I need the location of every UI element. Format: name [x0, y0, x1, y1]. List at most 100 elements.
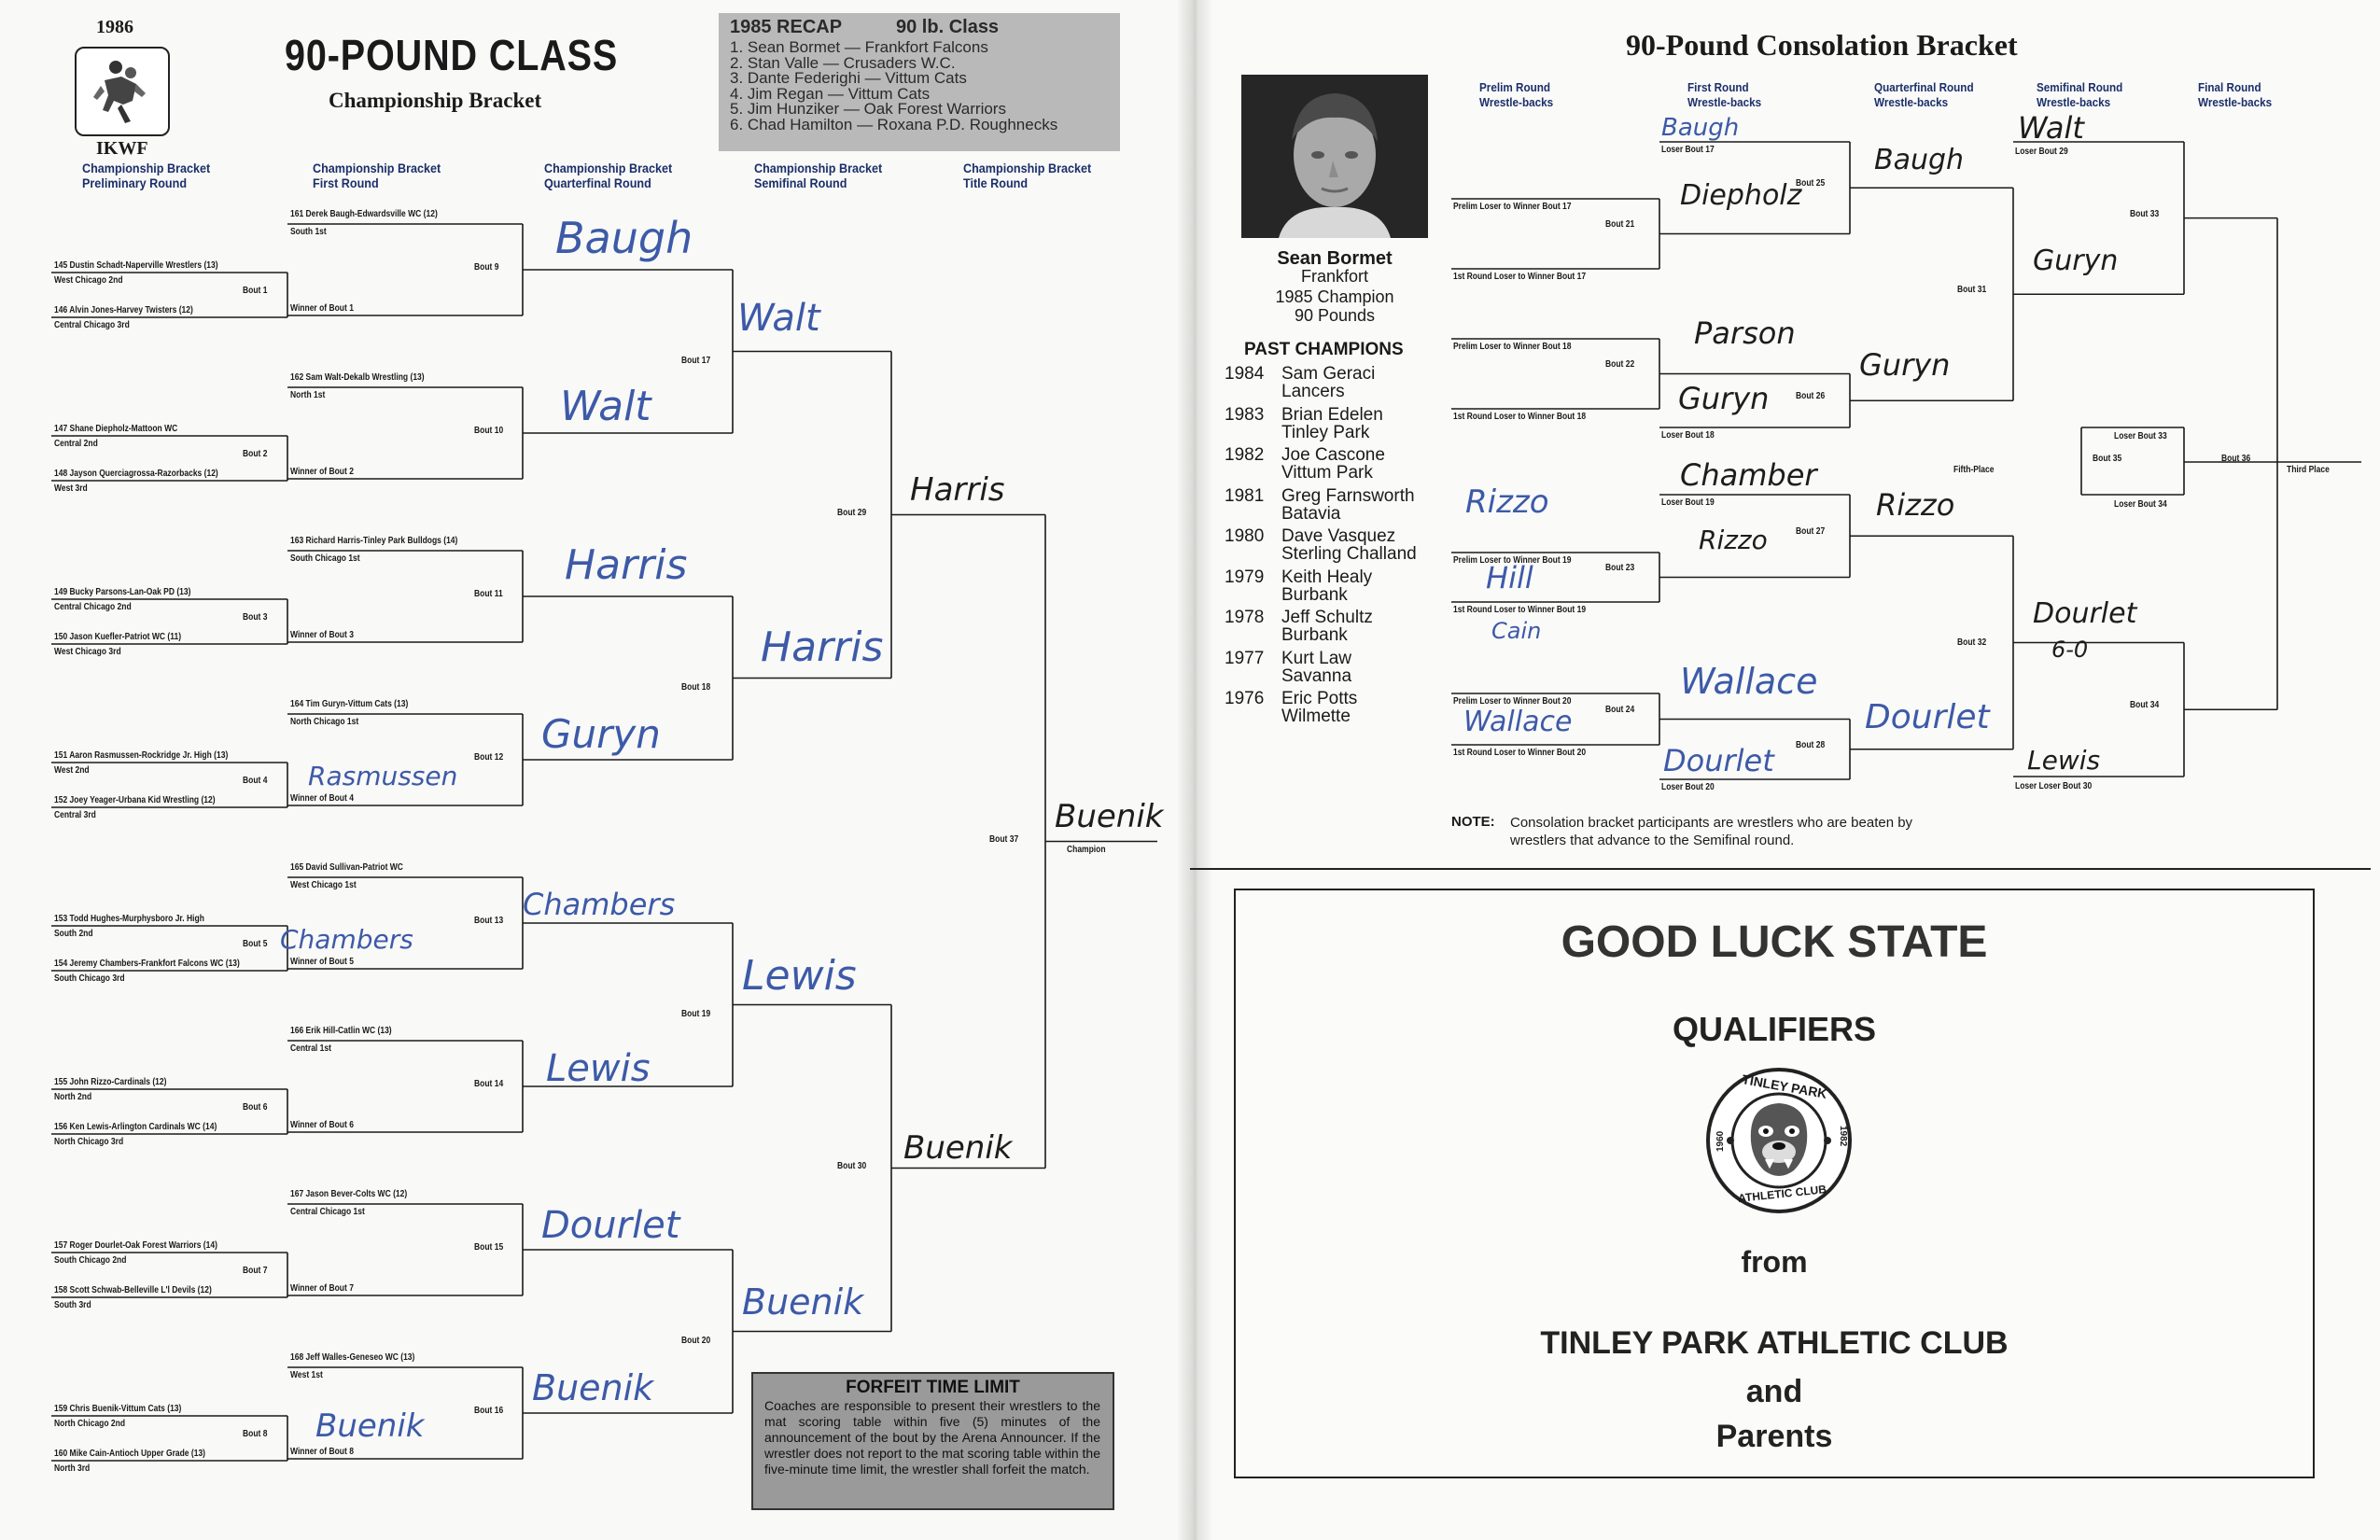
- champion-name: Greg Farnsworth: [1281, 485, 1415, 506]
- ad-line6: Parents: [1715, 1419, 1833, 1454]
- recap-title: 1985 RECAP: [730, 17, 843, 37]
- final-bout: Bout 37: [989, 833, 1019, 845]
- handwritten-consolation-winner: Rizzo: [1876, 487, 1955, 523]
- champion-town: Burbank: [1281, 625, 1348, 645]
- handwritten-winner-first-round: Baugh: [555, 213, 693, 263]
- seed-wrestler: 163 Richard Harris-Tinley Park Bulldogs …: [290, 536, 458, 546]
- consolation-label: 1st Round Loser to Winner Bout 18: [1453, 412, 1587, 422]
- champion-photo: [1241, 75, 1428, 238]
- consolation-label: Bout 25: [1796, 178, 1826, 189]
- prelim-bout-number: Bout 8: [243, 1429, 268, 1439]
- quarterfinal-bout: Bout 20: [681, 1335, 711, 1346]
- champion-year: 1981: [1225, 485, 1265, 506]
- ad-line3: from: [1741, 1245, 1808, 1279]
- handwritten-winner-quarterfinal: Walt: [737, 297, 820, 340]
- prelim-place-b: North Chicago 3rd: [54, 1137, 124, 1147]
- prelim-bout-number: Bout 6: [243, 1102, 268, 1113]
- consolation-label: Bout 34: [2130, 700, 2160, 711]
- prelim-wrestler-a: 157 Roger Dourlet-Oak Forest Warriors (1…: [54, 1240, 217, 1251]
- round-header: Championship Bracket Preliminary Round: [82, 161, 211, 190]
- prelim-wrestler-a: 149 Bucky Parsons-Lan-Oak PD (13): [54, 587, 191, 597]
- prelim-winner-label: Winner of Bout 7: [290, 1283, 354, 1294]
- prelim-place-b: North 3rd: [54, 1463, 91, 1474]
- prelim-place-b: South 3rd: [54, 1300, 91, 1310]
- consolation-label: Bout 27: [1796, 526, 1826, 538]
- ad-line2: QUALIFIERS: [1672, 1010, 1876, 1048]
- prelim-place-a: North Chicago 2nd: [54, 1419, 126, 1429]
- handwritten-consolation-winner: Lewis: [2027, 745, 2101, 776]
- prelim-wrestler-a: 153 Todd Hughes-Murphysboro Jr. High: [54, 914, 204, 924]
- seal-right-year: 1982: [1838, 1126, 1848, 1147]
- champion-town: Batavia: [1281, 503, 1341, 524]
- round-header: Championship Bracket Quarterfinal Round: [544, 161, 673, 190]
- consolation-label: Loser Bout 18: [1661, 430, 1715, 441]
- handwritten-consolation-winner: Guryn: [2033, 245, 2119, 277]
- champion-year: 1977: [1225, 648, 1265, 668]
- handwritten-consolation-winner: Walt: [2018, 110, 2084, 146]
- seed-wrestler: 166 Erik Hill-Catlin WC (13): [290, 1026, 392, 1036]
- page-subtitle: Championship Bracket: [329, 89, 542, 112]
- handwritten-consolation-winner: Diepholz: [1680, 179, 1802, 212]
- consolation-label: Bout 22: [1605, 358, 1635, 370]
- handwritten-winner-first-round: Dourlet: [541, 1204, 680, 1247]
- prelim-winner-label: Winner of Bout 8: [290, 1447, 354, 1457]
- prelim-place-a: South 2nd: [54, 929, 93, 939]
- forfeit-body: Coaches are responsible to present their…: [764, 1398, 1100, 1477]
- prelim-place-b: Central Chicago 3rd: [54, 320, 130, 330]
- consolation-label: Fifth-Place: [1953, 465, 1995, 475]
- round-header: Championship Bracket Semifinal Round: [754, 161, 883, 190]
- consolation-title: 90-Pound Consolation Bracket: [1626, 28, 2018, 62]
- ad-line1: GOOD LUCK STATE: [1561, 917, 1988, 967]
- handwritten-champion: Buenik: [1055, 798, 1164, 835]
- recap-place: 6. Chad Hamilton — Roxana P.D. Roughneck…: [730, 115, 1058, 133]
- recap-box: 1985 RECAP 90 lb. Class 1. Sean Bormet —…: [719, 13, 1120, 151]
- photo-name: Sean Bormet: [1277, 248, 1393, 269]
- first-round-bout: Bout 10: [474, 426, 504, 436]
- seed-place: West 1st: [290, 1370, 323, 1380]
- champion-name: Kurt Law: [1281, 648, 1351, 668]
- portrait-image: [1241, 75, 1428, 238]
- seed-wrestler: 161 Derek Baugh-Edwardsville WC (12): [290, 209, 438, 219]
- prelim-place-a: West Chicago 2nd: [54, 275, 123, 286]
- club-seal: TINLEY PARK ATHLETIC CLUB 1960 1982: [1704, 1066, 1854, 1215]
- photo-town: Frankfort: [1300, 267, 1369, 286]
- first-round-bout: Bout 11: [474, 589, 503, 599]
- prelim-wrestler-b: 152 Joey Yeager-Urbana Kid Wrestling (12…: [54, 795, 216, 805]
- semifinal-bout: Bout 30: [837, 1160, 867, 1171]
- photo-line2: 90 Pounds: [1294, 306, 1376, 325]
- seed-wrestler: 168 Jeff Walles-Geneseo WC (13): [290, 1352, 415, 1363]
- prelim-place-b: West Chicago 3rd: [54, 647, 121, 657]
- prelim-wrestler-b: 158 Scott Schwab-Belleville L'l Devils (…: [54, 1285, 212, 1295]
- seed-wrestler: 162 Sam Walt-Dekalb Wrestling (13): [290, 372, 425, 383]
- prelim-place-a: West 2nd: [54, 765, 90, 776]
- consolation-label: Loser Bout 29: [2015, 147, 2068, 157]
- consolation-label: Bout 21: [1605, 218, 1635, 230]
- consolation-label: 1st Round Loser to Winner Bout 20: [1453, 748, 1587, 758]
- past-champions-title: PAST CHAMPIONS: [1244, 340, 1404, 359]
- consolation-label: Bout 24: [1605, 704, 1635, 715]
- handwritten-winner-quarterfinal: Lewis: [742, 952, 857, 1000]
- seed-place: Central 1st: [290, 1043, 331, 1054]
- handwritten-consolation-winner: Dourlet: [1663, 743, 1774, 778]
- prelim-winner-label: Winner of Bout 3: [290, 630, 354, 640]
- handwritten-winner-first-round: Buenik: [532, 1367, 654, 1408]
- consolation-label: Loser Bout 34: [2114, 499, 2167, 510]
- seal-left-year: 1960: [1715, 1130, 1726, 1152]
- prelim-bout-number: Bout 1: [243, 286, 268, 296]
- page-gutter: [1178, 0, 1211, 1540]
- handwritten-winner-first-round: Guryn: [541, 711, 661, 757]
- handwritten-consolation-winner: Rizzo: [1465, 483, 1549, 521]
- prelim-winner-label: Winner of Bout 1: [290, 303, 354, 314]
- consolation-label: Prelim Loser to Winner Bout 20: [1453, 696, 1572, 707]
- champion-year: 1980: [1225, 526, 1265, 546]
- ikwf-logo: [75, 47, 170, 136]
- prelim-place-b: South Chicago 3rd: [54, 973, 125, 984]
- prelim-bout-number: Bout 4: [243, 776, 268, 786]
- prelim-place-a: North 2nd: [54, 1092, 92, 1102]
- prelim-wrestler-a: 159 Chris Buenik-Vittum Cats (13): [54, 1404, 182, 1414]
- page-title: 90-POUND CLASS: [285, 31, 619, 79]
- handwritten-score: 6-0: [2051, 637, 2089, 663]
- handwritten-winner-first-round: Chambers: [523, 887, 676, 922]
- champion-year: 1976: [1225, 689, 1265, 708]
